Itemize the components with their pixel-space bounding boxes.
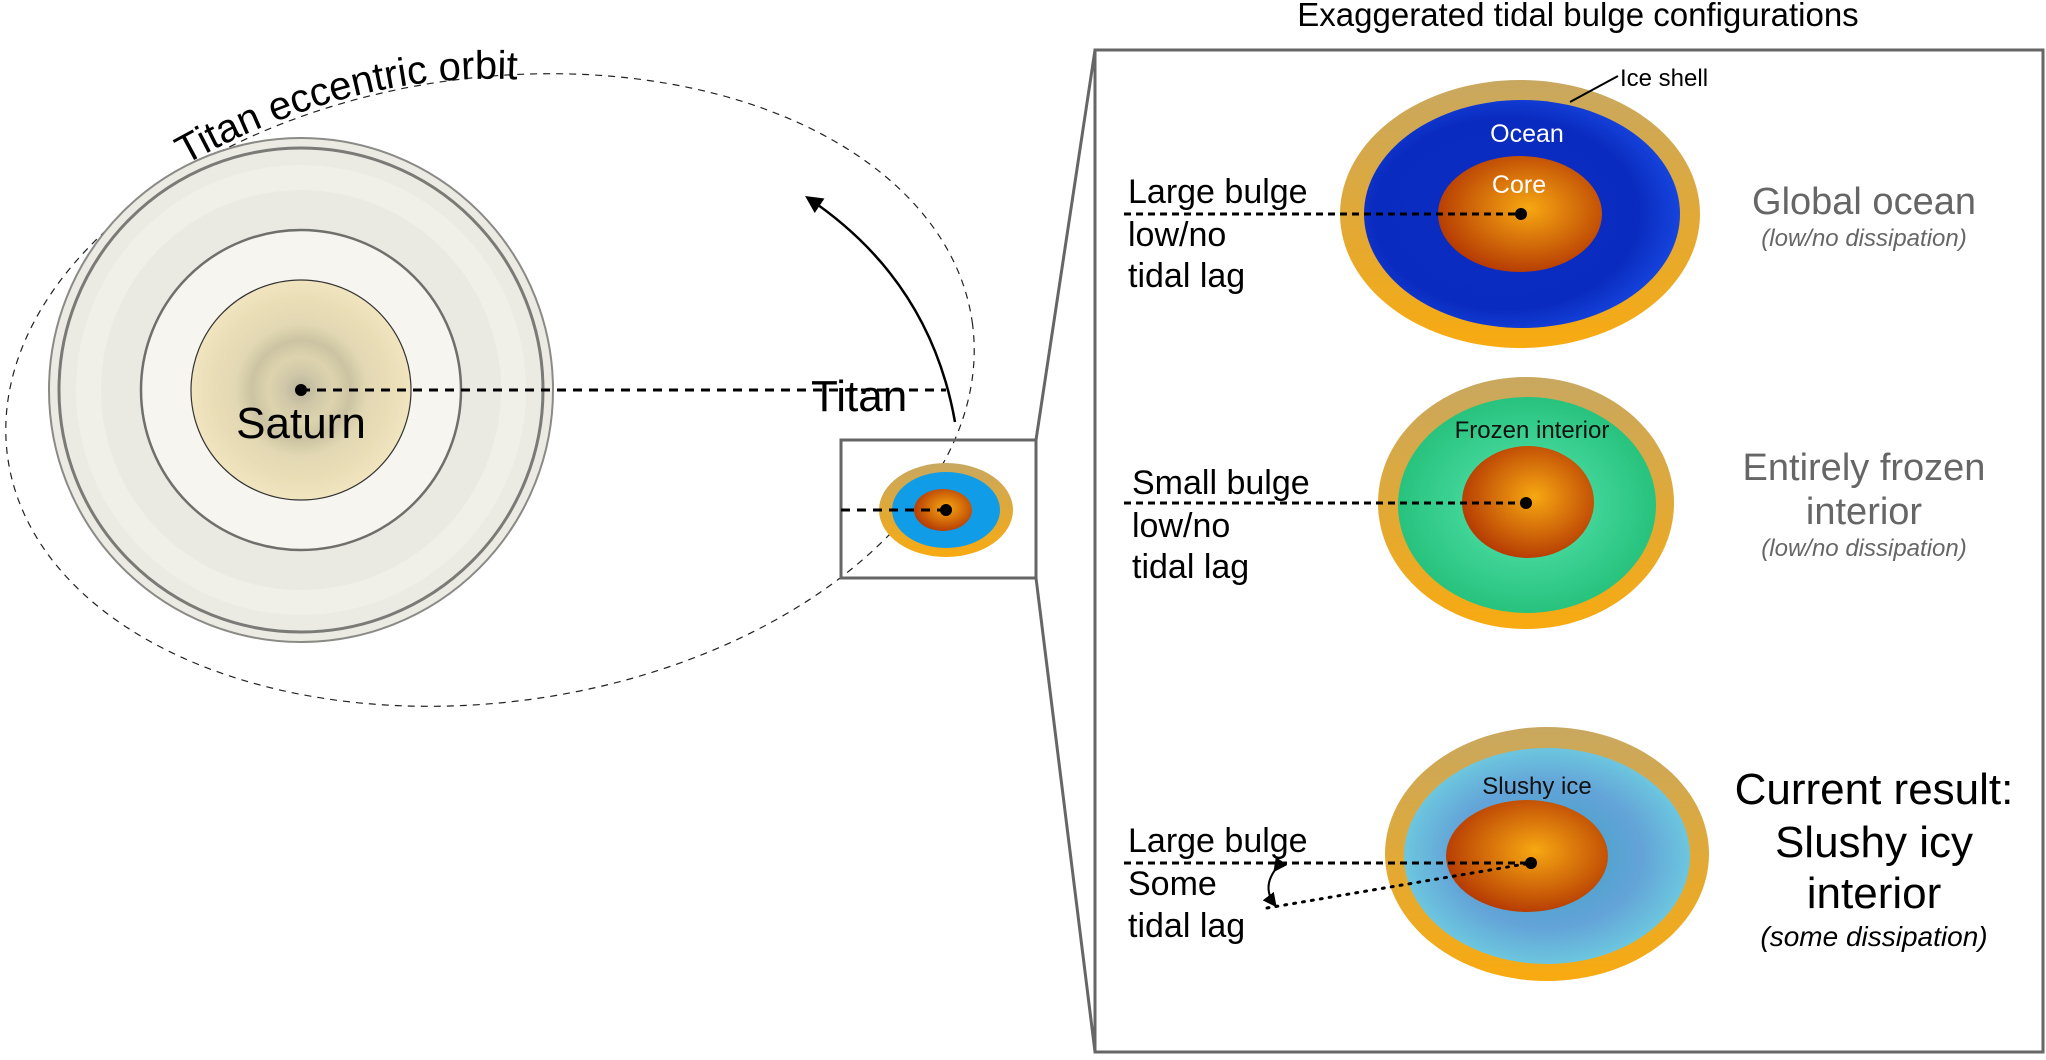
core-layer [1446, 800, 1608, 912]
left-label-line-1: Large bulge [1128, 822, 1308, 860]
left-label-line-3: tidal lag [1128, 907, 1245, 945]
ice-shell-pointer [1569, 75, 1619, 103]
ice-shell-label: Ice shell [1620, 65, 1708, 92]
left-label-line-2: Some [1128, 865, 1217, 903]
config-title-line-1: Entirely frozen [1743, 447, 1986, 489]
panel-title: Exaggerated tidal bulge configurations [1297, 0, 1858, 33]
config-title-line-3: interior [1807, 869, 1942, 918]
zoom-connector-bottom [1034, 577, 1097, 1053]
zoom-connector-top [1034, 49, 1097, 441]
config-title-line-2: Slushy icy [1775, 818, 1973, 867]
saturn-label: Saturn [236, 399, 366, 448]
frozen-interior-label: Frozen interior [1455, 417, 1610, 444]
left-label-line-2: low/no [1132, 507, 1230, 545]
titan-center-dot [940, 504, 952, 516]
lagged-bulge-axis [1265, 861, 1533, 910]
config-subtitle: (some dissipation) [1760, 921, 1987, 952]
center-dot [1520, 497, 1532, 509]
center-dot [1525, 857, 1537, 869]
config-frozen-interior: Frozen interior Small bulge low/no tidal… [1124, 377, 1985, 629]
config-slushy-interior: Slushy ice Large bulge Some tidal lag Cu… [1124, 727, 2013, 981]
configurations-panel [1093, 48, 2045, 1054]
config-global-ocean: Ice shell Ocean Core Large bulge low/no … [1124, 65, 1976, 348]
center-dot [1515, 208, 1527, 220]
config-title-line-1: Current result: [1735, 765, 2014, 814]
left-label-line-3: tidal lag [1128, 257, 1245, 295]
left-label-line-1: Large bulge [1128, 173, 1308, 211]
config-subtitle: (low/no dissipation) [1761, 225, 1966, 252]
config-title: Global ocean [1752, 181, 1976, 223]
left-label-line-1: Small bulge [1132, 464, 1310, 502]
left-label-line-3: tidal lag [1132, 548, 1249, 586]
slushy-ice-label: Slushy ice [1482, 773, 1591, 800]
ocean-label: Ocean [1490, 120, 1564, 148]
config-title-line-2: interior [1806, 491, 1922, 533]
left-label-line-2: low/no [1128, 216, 1226, 254]
config-subtitle: (low/no dissipation) [1761, 535, 1966, 562]
titan-label: Titan [811, 372, 907, 421]
core-label: Core [1492, 171, 1546, 199]
tidal-lag-angle-arrow-icon [1262, 856, 1288, 908]
titan-orbit-path [5, 73, 975, 707]
saturn-center-dot [295, 384, 307, 396]
orbit-direction-arrow-icon [805, 196, 957, 423]
